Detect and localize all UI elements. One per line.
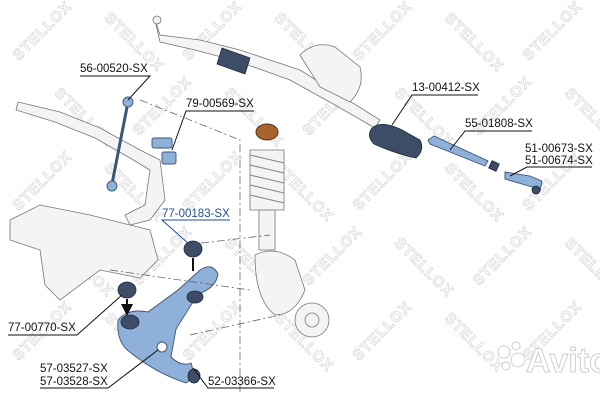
leader-stab-bushing (171, 110, 254, 151)
label-56-00520-sx: 56-00520-SX (80, 63, 148, 75)
label-51-00674-sx: 51-00674-SX (525, 155, 593, 167)
leader-tie-rod-end (509, 166, 592, 177)
watermark-text: STELLOX (441, 10, 507, 76)
leader-front-bushing (8, 294, 123, 336)
watermark-text: STELLOX (350, 0, 416, 64)
label-77-00183-sx[interactable]: 77-00183-SX (162, 208, 230, 220)
leader-ball-joint (192, 367, 274, 389)
leader-rear-bushing (160, 219, 230, 246)
label-55-01808-sx: 55-01808-SX (465, 118, 533, 130)
label-52-03366-sx: 52-03366-SX (208, 376, 276, 388)
label-77-00770-sx: 77-00770-SX (8, 322, 76, 334)
label-13-00412-sx: 13-00412-SX (412, 82, 480, 94)
leader-tie-rod (449, 130, 532, 151)
tie-rod (427, 135, 543, 195)
rack-boot (369, 124, 423, 159)
watermark-text: STELLOX (221, 85, 287, 151)
stabilizer-link (106, 96, 134, 192)
label-57-03528-sx: 57-03528-SX (40, 376, 108, 388)
label-79-00569-sx: 79-00569-SX (186, 98, 254, 110)
watermark-text: STELLOX (10, 0, 76, 64)
watermark-text: STELLOX (350, 148, 416, 214)
watermark-text: STELLOX (350, 298, 416, 364)
watermark-text: STELLOX (561, 235, 600, 301)
watermark-text: STELLOX (180, 148, 246, 214)
watermark-text: STELLOX (10, 148, 76, 214)
leader-rack-boot (391, 94, 478, 126)
svg-text:Avito: Avito (526, 342, 600, 380)
watermark-text: STELLOX (561, 85, 600, 151)
watermark-text: STELLOX (520, 0, 586, 64)
stabilizer-bushing (151, 137, 177, 165)
watermark-text: STELLOX (391, 235, 457, 301)
label-51-00673-sx: 51-00673-SX (525, 143, 593, 155)
steering-rack (152, 15, 381, 129)
label-57-03527-sx: 57-03527-SX (40, 363, 108, 375)
leader-control-arm (40, 349, 159, 389)
avito-logo: Avito (497, 341, 600, 381)
watermark-text: STELLOX (470, 223, 536, 289)
subframe (9, 204, 159, 301)
control-arm (117, 240, 219, 384)
watermark-text: STELLOX (300, 223, 366, 289)
strut-assembly (249, 123, 330, 338)
front-bushing (117, 281, 137, 299)
leader-stab-link (80, 75, 152, 101)
rear-bushing (183, 240, 203, 258)
watermark-text: STELLOX (441, 310, 507, 376)
